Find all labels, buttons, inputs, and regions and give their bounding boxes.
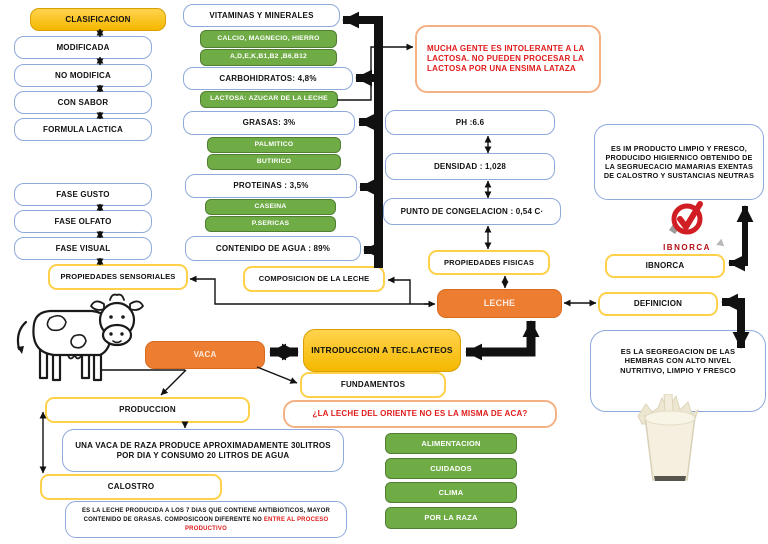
calostro: CALOSTRO — [40, 474, 222, 500]
classification-title: CLASIFICACION — [30, 8, 166, 31]
ph-value: PH :6.6 — [385, 110, 555, 135]
calostro-nota-texto: ES LA LECHE PRODUCIDA A LOS 7 DIAS QUE C… — [81, 508, 331, 523]
factor-clima: CLIMA — [385, 482, 517, 503]
classification-item-no-modifica: NO MODIFICA — [14, 64, 152, 87]
butirico: BUTIRICO — [207, 154, 341, 170]
produccion: PRODUCCION — [45, 397, 250, 423]
ibnorca-logo: IBNORCA — [653, 200, 727, 252]
lactosa: LACTOSA: AZUCAR DE LA LECHE — [200, 91, 338, 108]
factor-cuidados: CUIDADOS — [385, 458, 517, 479]
carbohidratos: CARBOHIDRATOS: 4,8% — [183, 67, 353, 90]
p-sericas: P.SERICAS — [205, 216, 336, 232]
lactose-intolerance-note: MUCHA GENTE ES INTOLERANTE A LA LACTOSA.… — [415, 25, 601, 93]
milk-glass-image — [628, 393, 712, 486]
propiedades-fisicas: PROPIEDADES FISICAS — [428, 250, 550, 275]
vaca-node: VACA — [145, 341, 265, 369]
factor-por-la-raza: POR LA RAZA — [385, 507, 517, 529]
classification-item-con-sabor: CON SABOR — [14, 91, 152, 114]
proteinas: PROTEINAS : 3,5% — [185, 174, 357, 198]
grasas: GRASAS: 3% — [183, 111, 355, 135]
punto-congelacion-value: PUNTO DE CONGELACION : 0,54 C· — [383, 198, 561, 225]
cow-illustration — [10, 292, 145, 392]
classification-item-modificada: MODIFICADA — [14, 36, 152, 59]
leche-node: LECHE — [437, 289, 562, 318]
fundamentos: FUNDAMENTOS — [300, 372, 446, 398]
vitaminas-lista: A,D,E,K,B1,B2 ,B6,B12 — [200, 49, 337, 66]
ibnorca-logo-label: IBNORCA — [663, 243, 711, 252]
pregunta-leche-oriente: ¿LA LECHE DEL ORIENTE NO ES LA MISMA DE … — [283, 400, 557, 428]
classification-item-formula-lactica: FORMULA LACTICA — [14, 118, 152, 141]
vitaminas-y-minerales: VITAMINAS Y MINERALES — [183, 4, 340, 27]
densidad-value: DENSIDAD : 1,028 — [385, 153, 555, 180]
ibnorca-box: IBNORCA — [605, 254, 725, 278]
produccion-dato: UNA VACA DE RAZA PRODUCE APROXIMADAMENTE… — [62, 429, 344, 472]
calostro-nota: ES LA LECHE PRODUCIDA A LOS 7 DIAS QUE C… — [65, 501, 347, 538]
phase-olfato: FASE OLFATO — [14, 210, 152, 233]
definicion-box: DEFINICION — [598, 292, 718, 316]
palmitico: PALMITICO — [207, 137, 341, 153]
phase-gusto: FASE GUSTO — [14, 183, 152, 206]
composicion-de-la-leche: COMPOSICION DE LA LECHE — [243, 266, 385, 292]
contenido-de-agua: CONTENIDO DE AGUA : 89% — [185, 236, 361, 261]
propiedades-sensoriales: PROPIEDADES SENSORIALES — [48, 264, 188, 290]
phase-visual: FASE VISUAL — [14, 237, 152, 260]
norma-ibnorca-text: ES IM PRODUCTO LIMPIO Y FRESCO, PRODUCID… — [594, 124, 764, 200]
factor-alimentacion: ALIMENTACION — [385, 433, 517, 454]
calostro-nota-destacada: ENTRE AL PROCESO PRODUCTIVO — [184, 517, 329, 532]
caseina: CASEINA — [205, 199, 336, 215]
introduccion-tec-lacteos-node: INTRODUCCION A TEC.LACTEOS — [303, 329, 461, 372]
minerales: CALCIO, MAGNECIO, HIERRO — [200, 30, 337, 48]
